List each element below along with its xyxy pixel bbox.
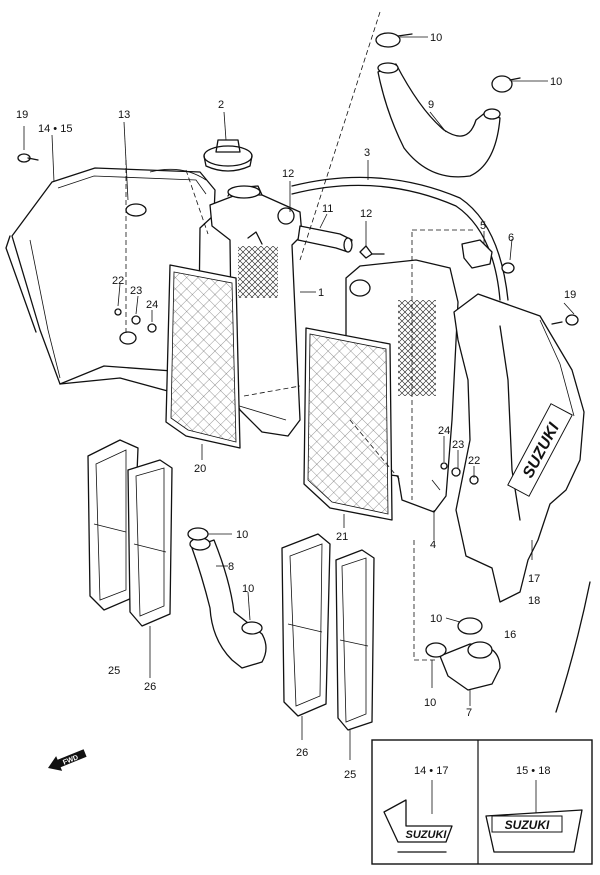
inset-right-logo: SUZUKI xyxy=(505,818,550,832)
seal-25-center xyxy=(335,549,375,731)
inset-left-logo: SUZUKI xyxy=(406,829,448,841)
drain-plug-12 xyxy=(359,245,385,259)
clamp-10-upper-right xyxy=(491,75,521,93)
overflow-hose xyxy=(291,176,509,301)
callout-11: 11 xyxy=(322,203,333,215)
short-hose-11 xyxy=(297,225,353,253)
callout-14-15: 14 • 15 xyxy=(38,123,72,135)
left-shroud-emblem: SUZUKI xyxy=(383,799,453,853)
right-shroud: SUZUKI xyxy=(453,293,591,713)
lower-hose-8 xyxy=(189,537,267,669)
fasteners-right xyxy=(440,462,479,485)
callout-23: 23 xyxy=(452,439,464,451)
leader-lines xyxy=(23,36,575,760)
callout-24: 24 xyxy=(438,425,450,437)
left-radiator-grille xyxy=(165,264,241,449)
callout-19: 19 xyxy=(16,109,28,121)
callout-20: 20 xyxy=(194,463,206,475)
callout-12: 12 xyxy=(360,208,372,220)
callout-4: 4 xyxy=(430,539,436,551)
hose-joint-5 xyxy=(461,239,515,274)
callout-labels: 10 10 9 3 2 13 19 14 • 15 12 11 12 5 6 1… xyxy=(16,32,576,781)
callout-10: 10 xyxy=(550,76,562,88)
callout-12: 12 xyxy=(282,168,294,180)
logo-inset-box: 14 • 17 SUZUKI 15 • 18 SUZUKI xyxy=(371,739,593,865)
upper-hose-9 xyxy=(377,62,501,178)
callout-17: 17 xyxy=(528,573,540,585)
radiator-cap xyxy=(203,139,253,172)
callout-2: 2 xyxy=(218,99,224,111)
clamp-10-top xyxy=(375,32,413,48)
right-radiator-grille xyxy=(303,327,393,521)
callout-22: 22 xyxy=(112,275,124,287)
forward-arrow-icon: FWD xyxy=(48,749,87,771)
callout-10: 10 xyxy=(424,697,436,709)
fasteners-left xyxy=(114,308,157,333)
callout-10: 10 xyxy=(236,529,248,541)
bolt-19-left xyxy=(17,153,39,163)
right-shroud-emblem: SUZUKI xyxy=(485,809,583,853)
callout-7: 7 xyxy=(466,707,472,719)
callout-1: 1 xyxy=(318,287,324,299)
callout-3: 3 xyxy=(364,147,370,159)
inset-label-right: 15 • 18 xyxy=(516,765,550,777)
callout-24: 24 xyxy=(146,299,158,311)
clamp-10-lower-right xyxy=(425,617,483,658)
callout-5: 5 xyxy=(480,220,486,232)
clamp-10-left xyxy=(187,527,209,541)
callout-25: 25 xyxy=(108,665,120,677)
callout-16: 16 xyxy=(504,629,516,641)
callout-19: 19 xyxy=(564,289,576,301)
lower-hose-7 xyxy=(439,641,501,691)
callout-22: 22 xyxy=(468,455,480,467)
seal-26-center xyxy=(281,533,331,717)
clamp-10-hose8 xyxy=(241,621,263,635)
callout-26: 26 xyxy=(144,681,156,693)
callout-10: 10 xyxy=(430,613,442,625)
seal-26-left xyxy=(127,459,173,627)
callout-25: 25 xyxy=(344,769,356,781)
callout-18: 18 xyxy=(528,595,540,607)
callout-23: 23 xyxy=(130,285,142,297)
callout-6: 6 xyxy=(508,232,514,244)
callout-10: 10 xyxy=(242,583,254,595)
callout-8: 8 xyxy=(228,561,234,573)
callout-10: 10 xyxy=(430,32,442,44)
callout-21: 21 xyxy=(336,531,348,543)
fwd-label: FWD xyxy=(62,754,79,766)
guide-lines xyxy=(125,11,476,661)
callout-26: 26 xyxy=(296,747,308,759)
callout-9: 9 xyxy=(428,99,434,111)
inset-label-left: 14 • 17 xyxy=(414,765,448,777)
callout-13: 13 xyxy=(118,109,130,121)
bolt-19-right xyxy=(551,314,579,326)
